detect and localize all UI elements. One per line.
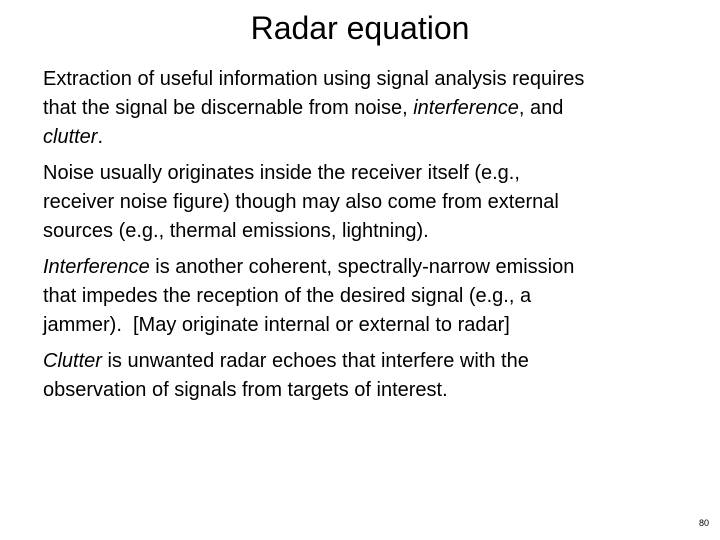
- text-line: that impedes the reception of the desire…: [43, 282, 693, 311]
- text-span: is unwanted radar echoes that interfere …: [101, 350, 529, 372]
- paragraph-interference: Interference is another coherent, spectr…: [43, 253, 693, 340]
- text-line: Clutter is unwanted radar echoes that in…: [43, 347, 693, 376]
- emphasis-term: Interference: [43, 256, 150, 278]
- text-span: , and: [518, 97, 564, 119]
- text-span: that impedes the reception of the desire…: [43, 285, 532, 307]
- text-line: Extraction of useful information using s…: [43, 65, 693, 94]
- paragraph-noise: Noise usually originates inside the rece…: [43, 159, 693, 246]
- slide-title: Radar equation: [250, 10, 470, 46]
- text-span: Extraction of useful information using s…: [43, 68, 585, 90]
- emphasis-term: Clutter: [43, 350, 102, 372]
- text-line: jammer). [May originate internal or exte…: [43, 311, 693, 340]
- slide-body: Extraction of useful information using s…: [43, 65, 693, 412]
- text-line: observation of signals from targets of i…: [43, 376, 693, 405]
- text-span: .: [97, 126, 104, 148]
- text-line: receiver noise figure) though may also c…: [43, 188, 693, 217]
- text-line: Noise usually originates inside the rece…: [43, 159, 693, 188]
- text-span: sources (e.g., thermal emissions, lightn…: [43, 220, 429, 242]
- text-span: is another coherent, spectrally-narrow e…: [149, 256, 575, 278]
- text-span: that the signal be discernable from nois…: [43, 97, 414, 119]
- paragraph-extraction: Extraction of useful information using s…: [43, 65, 693, 152]
- text-line: that the signal be discernable from nois…: [43, 94, 693, 123]
- text-span: observation of signals from targets of i…: [43, 379, 448, 401]
- text-line: sources (e.g., thermal emissions, lightn…: [43, 217, 693, 246]
- paragraph-clutter: Clutter is unwanted radar echoes that in…: [43, 347, 693, 405]
- page-number: 80: [698, 518, 709, 528]
- emphasis-term: clutter: [43, 126, 98, 148]
- text-span: jammer). [May originate internal or exte…: [43, 314, 510, 336]
- text-line: Interference is another coherent, spectr…: [43, 253, 693, 282]
- text-span: Noise usually originates inside the rece…: [43, 162, 520, 184]
- text-line: clutter.: [43, 123, 693, 152]
- emphasis-term: interference: [413, 97, 519, 119]
- text-span: receiver noise figure) though may also c…: [43, 191, 559, 213]
